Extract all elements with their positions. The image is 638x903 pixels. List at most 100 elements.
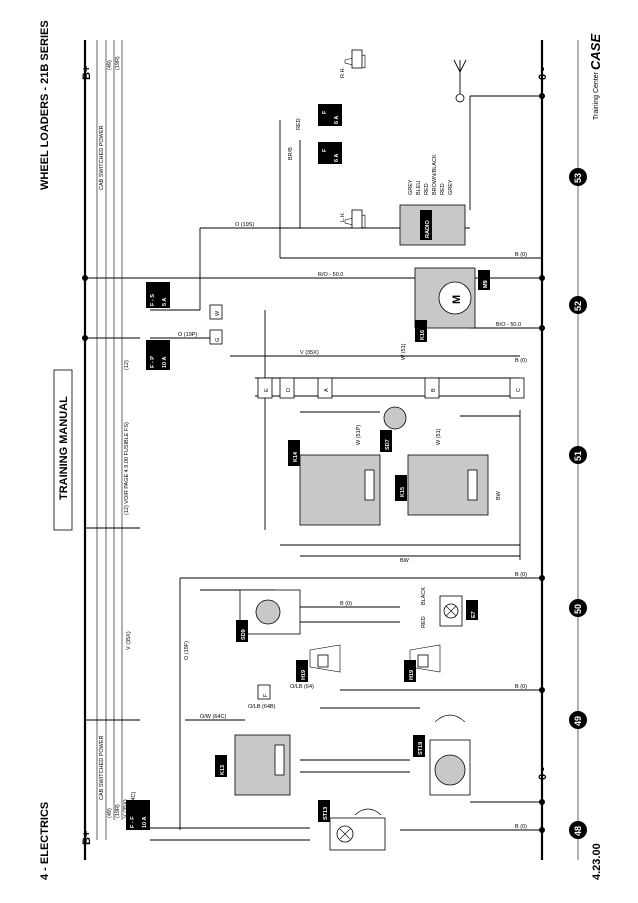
wire-grey-2: GREY [448, 179, 454, 195]
speaker-rh: R.H. [340, 49, 366, 78]
fuse-f-radio-2: F 6 A [318, 142, 342, 164]
motor-label: M [451, 295, 463, 304]
horn-h19-b: H19 [404, 644, 441, 682]
svg-text:ST13: ST13 [323, 807, 329, 820]
connector-f: F [263, 693, 269, 697]
b-plus-right: B+ [81, 66, 93, 80]
section-50: 50 [573, 604, 583, 614]
connector-w: W [215, 310, 221, 316]
svg-text:E7: E7 [471, 611, 477, 618]
svg-text:ST19: ST19 [418, 742, 424, 755]
lamp-e7: E7 [439, 595, 478, 627]
label-b0-st13: B (0) [515, 824, 527, 830]
label-v35x: V (35X) [300, 350, 319, 356]
svg-text:RADIO: RADIO [425, 220, 431, 238]
svg-text:SD7: SD7 [385, 439, 391, 450]
label-b0-radio: B (0) [515, 358, 527, 364]
wire-brb: BR/B [288, 147, 294, 160]
svg-text:H19: H19 [409, 670, 415, 680]
label-fusible: (12) VOIR PAGE 4.9.00 FUSIBLE FS) [124, 422, 130, 515]
connector-e: E [264, 388, 270, 392]
svg-text:L.H.: L.H. [340, 211, 346, 222]
section-markers: 48 49 50 51 52 53 [569, 40, 587, 860]
label-w51p: W (51P) [356, 425, 362, 445]
horn-h19-a: H19 [296, 644, 341, 682]
connector-d: D [286, 388, 292, 392]
left-title: 4 - ELECTRICS [39, 802, 51, 880]
relay-k14: K14 [288, 440, 381, 526]
svg-text:K15: K15 [400, 487, 406, 497]
section-52: 52 [573, 301, 583, 311]
fuse-fp: F - P 10 A [146, 340, 170, 370]
label-ro-50: R/O - 50.0 [318, 272, 343, 278]
svg-text:F - S: F - S [150, 294, 156, 306]
svg-text:M9: M9 [483, 280, 489, 288]
antenna-icon [453, 59, 467, 103]
manual-title-box [53, 369, 73, 531]
motor-m9: M M9 K16 [414, 267, 490, 342]
fuse-fs: F - S 5 A [146, 282, 170, 308]
svg-text:F: F [322, 148, 328, 152]
label-bw-2: BW [400, 558, 410, 564]
label-o19p: O (19P) [178, 332, 197, 338]
wire-red-e7: RED [421, 616, 427, 628]
wire-grey-1: GREY [408, 179, 414, 195]
label-olb64b: O/LB (64B) [248, 704, 276, 710]
wire-red-1: RED [424, 183, 430, 195]
svg-text:6 A: 6 A [334, 116, 340, 124]
label-b0-horn: B (0) [515, 684, 527, 690]
label-o19f: O (19F) [184, 641, 190, 660]
label-ow64c: O/W (64C) [200, 714, 226, 720]
sensor-st13: ST13 [318, 800, 386, 851]
svg-text:10 A: 10 A [142, 817, 148, 828]
label-olb64: O/LB (64) [290, 684, 314, 690]
label-bo-50: B/O - 50.0 [496, 322, 521, 328]
section-51: 51 [573, 451, 583, 461]
brand-logo: CASE [588, 34, 603, 70]
wire-49-right: (49) [107, 60, 113, 70]
wire-49-left: (49) [107, 808, 113, 818]
svg-text:F: F [322, 110, 328, 114]
label-bw-1: BW [496, 490, 502, 500]
connector-b: B [431, 388, 437, 392]
b-zero-right: 0 - [537, 67, 549, 80]
svg-text:F - P: F - P [150, 356, 156, 368]
svg-text:10 A: 10 A [162, 357, 168, 368]
speaker-lh: L.H. [340, 209, 366, 229]
section-53: 53 [573, 173, 583, 183]
section-49: 49 [573, 716, 583, 726]
label-fusible-short: (12) [124, 360, 130, 370]
svg-text:K14: K14 [293, 451, 299, 462]
switch-sd7: SD7 [380, 406, 407, 452]
label-b0-sd9: B (0) [340, 601, 352, 607]
section-48: 48 [573, 826, 583, 836]
training-center: Training Center [593, 71, 600, 120]
cab-power-label-right: CAB SWITCHED POWER [99, 125, 105, 190]
wire-19r-right: (19R) [115, 56, 121, 70]
cab-power-label: CAB SWITCHED POWER [99, 735, 105, 800]
svg-text:K13: K13 [220, 765, 226, 775]
label-w51-motor: W (51) [401, 343, 407, 360]
manual-title: TRAINING MANUAL [58, 396, 70, 500]
svg-text:K16: K16 [420, 330, 426, 340]
label-o19s: O (19S) [235, 222, 254, 228]
b-zero-left: 0 - [537, 767, 549, 780]
right-title: WHEEL LOADERS - 21B SERIES [39, 20, 51, 190]
label-b0-top: B (0) [515, 252, 527, 258]
wire-brown-black: BROWN/BLACK [432, 154, 438, 195]
relay-k13: K13 [215, 734, 291, 796]
label-w51: W (51) [436, 428, 442, 445]
svg-text:R.H.: R.H. [340, 67, 346, 78]
relay-k15: K15 [395, 454, 489, 516]
svg-text:F - F: F - F [130, 816, 136, 828]
svg-text:5 A: 5 A [162, 298, 168, 306]
wire-19r-left: (19R) [115, 804, 121, 818]
wire-red-radio: RED [296, 118, 302, 130]
wire-black: BLACK [421, 587, 427, 605]
page-number: 4.23.00 [591, 843, 603, 880]
label-b0-mid: B (0) [515, 572, 527, 578]
switch-sd9: SD9 [236, 589, 301, 642]
fuse-f-radio-1: F 6 A [318, 104, 342, 126]
svg-text:SD9: SD9 [241, 629, 247, 640]
connector-a: A [324, 388, 330, 392]
